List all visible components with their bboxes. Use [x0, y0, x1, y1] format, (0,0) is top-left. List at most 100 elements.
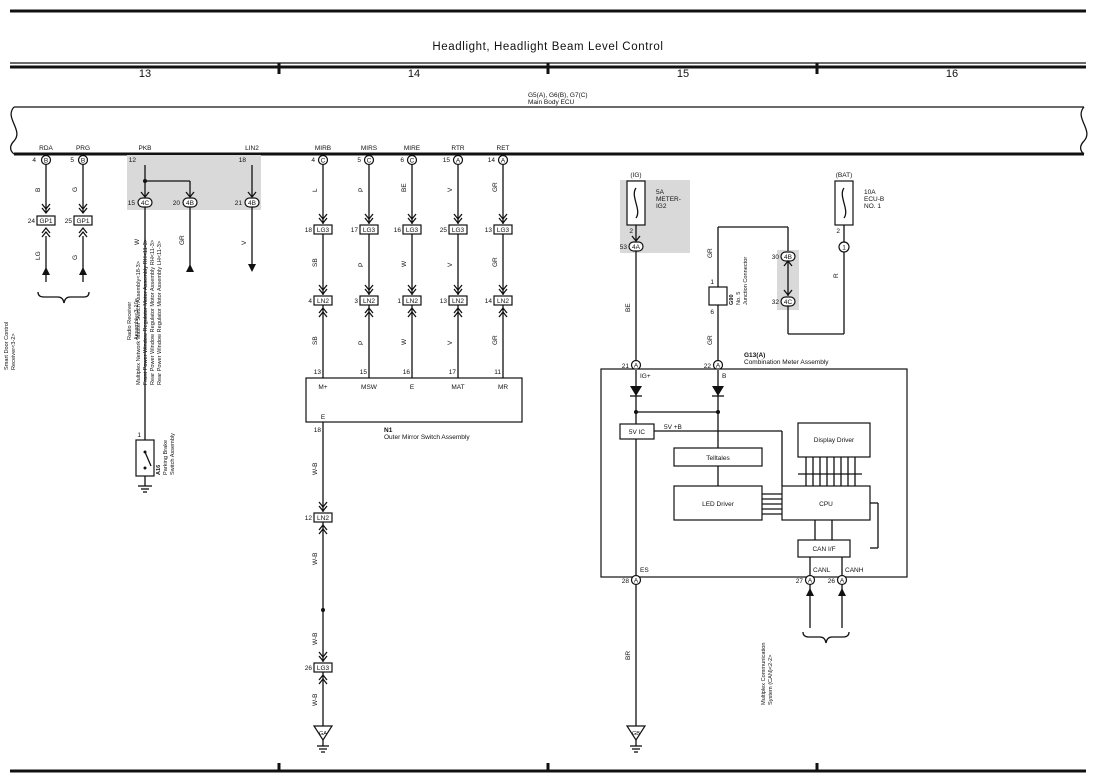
svg-text:10A: 10A [864, 189, 876, 196]
svg-text:A: A [808, 578, 813, 585]
ecu-terminal-rtr: RTR 15 A [443, 145, 465, 166]
svg-text:W-B: W-B [312, 632, 319, 645]
svg-text:LG3: LG3 [317, 665, 330, 672]
svg-text:LN2: LN2 [317, 298, 329, 305]
svg-text:BR: BR [625, 651, 632, 660]
mirror-wire-3: BE LG3 16 W LN2 1 W 16 [394, 165, 422, 378]
svg-text:MR: MR [498, 384, 508, 391]
svg-text:15: 15 [443, 157, 451, 164]
svg-text:14: 14 [488, 157, 496, 164]
svg-text:24: 24 [28, 218, 36, 225]
meter-bat-fuse: (BAT) 10A ECU-B NO. 1 2 1 R [787, 172, 884, 335]
svg-text:Parking Brake: Parking Brake [163, 440, 169, 475]
svg-text:4C: 4C [784, 299, 793, 306]
svg-text:12: 12 [129, 157, 137, 164]
svg-text:4: 4 [308, 298, 312, 305]
column-15: 15 [677, 68, 689, 80]
svg-text:A: A [634, 363, 639, 370]
svg-text:C: C [321, 158, 326, 165]
parking-brake-switch: 1 A16 Parking Brake Switch Assembly [135, 432, 176, 493]
svg-text:A: A [501, 158, 506, 165]
svg-text:27: 27 [796, 578, 804, 585]
svg-text:IG+: IG+ [640, 373, 651, 380]
svg-text:Switch Assembly: Switch Assembly [170, 433, 176, 475]
svg-text:GA: GA [319, 731, 327, 737]
meter-ground: BR GB [625, 585, 647, 753]
svg-text:21: 21 [622, 363, 630, 370]
svg-text:Display Driver: Display Driver [814, 437, 855, 444]
svg-text:G: G [72, 187, 79, 192]
svg-text:A: A [840, 578, 845, 585]
svg-text:17: 17 [449, 369, 457, 376]
svg-text:18: 18 [314, 427, 322, 434]
ecu-terminal-prg: PRG 5 B [70, 145, 90, 166]
svg-text:B: B [81, 158, 85, 165]
smart-door-circuit: B G GP1 24 GP1 25 LG G Smart Door Contro… [4, 165, 93, 370]
svg-text:W: W [134, 238, 141, 245]
ecu-terminal-mirs: MIRS 5 C [357, 145, 378, 166]
svg-text:4B: 4B [186, 200, 194, 207]
svg-text:18: 18 [305, 227, 313, 234]
svg-text:4: 4 [32, 157, 36, 164]
svg-text:Multiplex Network Master Switc: Multiplex Network Master Switch Assembly… [136, 261, 142, 385]
svg-text:G90: G90 [729, 294, 735, 305]
svg-text:BE: BE [401, 183, 408, 192]
svg-text:V: V [241, 240, 248, 245]
svg-text:Receiver<3-2>: Receiver<3-2> [11, 333, 17, 370]
svg-text:Rear Power Window Regulator Mo: Rear Power Window Regulator Motor Assemb… [157, 241, 163, 385]
ecu-name: Main Body ECU [528, 99, 575, 106]
mirror-wire-5: GR LG3 13 GR LN2 14 GR 11 [485, 165, 513, 378]
svg-text:BE: BE [625, 303, 632, 312]
svg-text:26: 26 [305, 665, 313, 672]
svg-text:4B: 4B [784, 254, 792, 261]
svg-text:No. 5: No. 5 [736, 292, 742, 305]
svg-text:16: 16 [403, 369, 411, 376]
svg-text:V: V [447, 340, 454, 345]
svg-text:PKB: PKB [138, 145, 151, 152]
svg-text:LG3: LG3 [497, 227, 510, 234]
meter-ig-fuse: (IG) 5A METER- IG2 2 4A 53 BE [620, 172, 681, 361]
svg-text:R: R [833, 273, 840, 278]
column-13: 13 [139, 68, 151, 80]
svg-text:Smart Door Control: Smart Door Control [4, 322, 10, 370]
ecu-terminal-mire: MIRE 6 C [400, 145, 421, 166]
svg-text:13: 13 [485, 227, 493, 234]
svg-text:Telltales: Telltales [706, 455, 730, 462]
svg-text:5: 5 [70, 157, 74, 164]
svg-text:W: W [401, 338, 408, 345]
svg-text:G: G [72, 255, 79, 260]
svg-text:4A: 4A [632, 244, 641, 251]
svg-text:Assembly<3-10>: Assembly<3-10> [134, 298, 140, 340]
svg-text:LN2: LN2 [317, 515, 329, 522]
svg-text:5V IC: 5V IC [629, 429, 646, 436]
svg-text:PRG: PRG [76, 145, 90, 152]
svg-text:4B: 4B [248, 200, 256, 207]
svg-text:MIRS: MIRS [361, 145, 378, 152]
mirror-wire-2: P LG3 17 P LN2 3 P 15 [351, 165, 379, 378]
svg-text:6: 6 [710, 309, 714, 316]
svg-text:5: 5 [357, 157, 361, 164]
mirror-wires: L LG3 18 SB LN2 4 SB 13 P LG3 17 P [305, 165, 513, 378]
lin2-circuit: 4B 21 V Multiplex Network Master Switch … [136, 165, 260, 385]
svg-text:MSW: MSW [361, 384, 378, 391]
svg-text:LN2: LN2 [497, 298, 509, 305]
svg-text:P: P [358, 188, 365, 192]
svg-text:26: 26 [828, 578, 836, 585]
junction-connector: GR 4B 30 4C 32 1 6 GR G90 No. 5 Junction… [707, 226, 796, 361]
svg-text:LG3: LG3 [406, 227, 419, 234]
main-body-ecu: G5(A), G6(B), G7(C) Main Body ECU [9, 92, 1088, 156]
svg-text:SB: SB [312, 336, 319, 345]
svg-text:GR: GR [179, 235, 186, 245]
svg-text:21: 21 [235, 200, 243, 207]
diagram-title: Headlight, Headlight Beam Level Control [432, 41, 663, 53]
svg-text:SB: SB [312, 258, 319, 267]
svg-text:LN2: LN2 [452, 298, 464, 305]
svg-text:IG2: IG2 [656, 203, 667, 210]
ecu-terminal-pkb: PKB 12 [129, 145, 152, 164]
svg-text:LG3: LG3 [452, 227, 465, 234]
svg-text:System (CAN)<2-2>: System (CAN)<2-2> [768, 655, 774, 705]
svg-text:A: A [456, 158, 461, 165]
svg-text:CPU: CPU [819, 501, 833, 508]
svg-text:M+: M+ [318, 384, 327, 391]
svg-text:Front Power Window Regulator M: Front Power Window Regulator Motor Assem… [143, 239, 149, 385]
